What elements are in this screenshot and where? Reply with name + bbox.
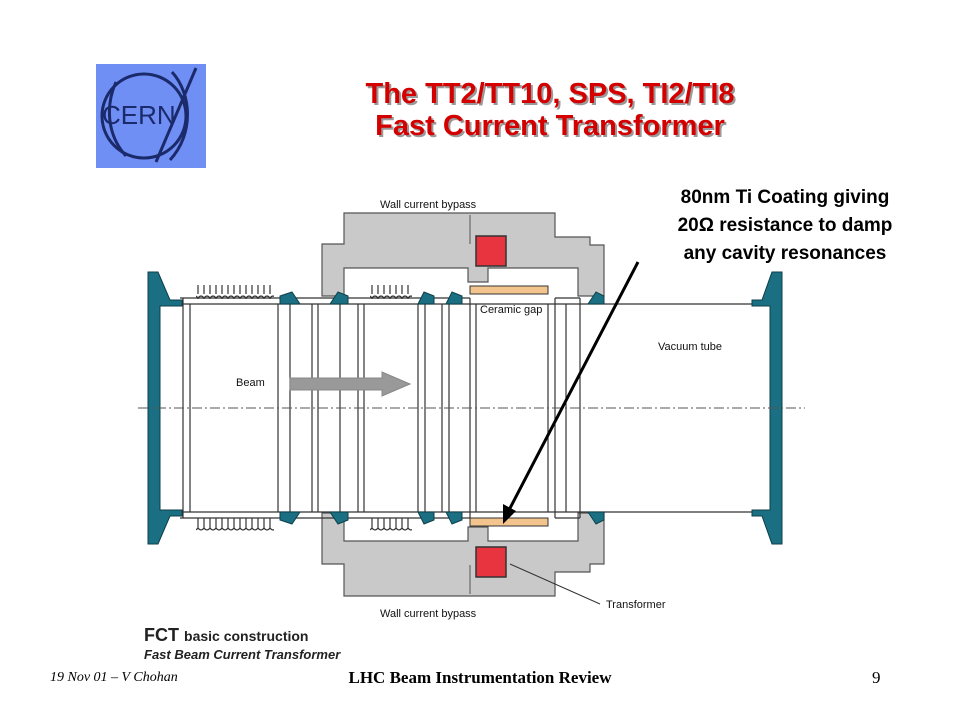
bellows-mid-top: [370, 285, 412, 299]
annotation-line-3: any cavity resonances: [683, 243, 887, 264]
label-transformer: Transformer: [606, 599, 666, 611]
label-ceramic-gap: Ceramic gap: [480, 304, 542, 316]
bellows-left-top: [196, 285, 274, 299]
coating-annotation: 80nm Ti Coating giving 20Ω resistance to…: [630, 184, 940, 268]
bellows-mid-bottom: [370, 518, 412, 532]
title-line-2: Fast Current Transformer: [375, 110, 725, 142]
coating-pointer-head: [503, 504, 516, 524]
label-wall-bypass-top: Wall current bypass: [380, 199, 477, 211]
ceramic-gap-top: [469, 285, 549, 295]
flanges: [147, 271, 783, 545]
caption-basic: basic construction: [184, 628, 309, 644]
beam-arrow: [289, 371, 412, 397]
caption-fct: FCT: [144, 625, 179, 645]
label-wall-bypass-bottom: Wall current bypass: [380, 608, 477, 620]
label-vacuum-tube: Vacuum tube: [658, 341, 722, 353]
transformer-core-top: [475, 235, 507, 267]
title-line-1: The TT2/TT10, SPS, TI2/TI8: [365, 78, 735, 110]
ceramic-gap-bottom: [469, 517, 549, 527]
logo-text: CERN: [102, 100, 176, 130]
annotation-line-2: 20Ω resistance to damp: [677, 215, 893, 236]
housing: [321, 212, 605, 597]
transformer-core-bottom: [475, 546, 507, 578]
footer-date-author: 19 Nov 01 – V Chohan: [50, 670, 178, 685]
cern-logo: CERN: [96, 64, 206, 168]
bellows-left-bottom: [196, 518, 274, 532]
fct-caption: FCT basic construction Fast Beam Current…: [144, 624, 340, 663]
page-title: The TT2/TT10, SPS, TI2/TI8 Fast Current …: [240, 78, 860, 142]
footer-title: LHC Beam Instrumentation Review: [348, 668, 612, 687]
coating-pointer: [506, 261, 640, 513]
page-number: 9: [872, 668, 881, 687]
transformer-leader: [509, 563, 601, 605]
caption-full: Fast Beam Current Transformer: [144, 647, 341, 662]
label-beam: Beam: [236, 377, 265, 389]
annotation-line-1: 80nm Ti Coating giving: [680, 187, 890, 208]
